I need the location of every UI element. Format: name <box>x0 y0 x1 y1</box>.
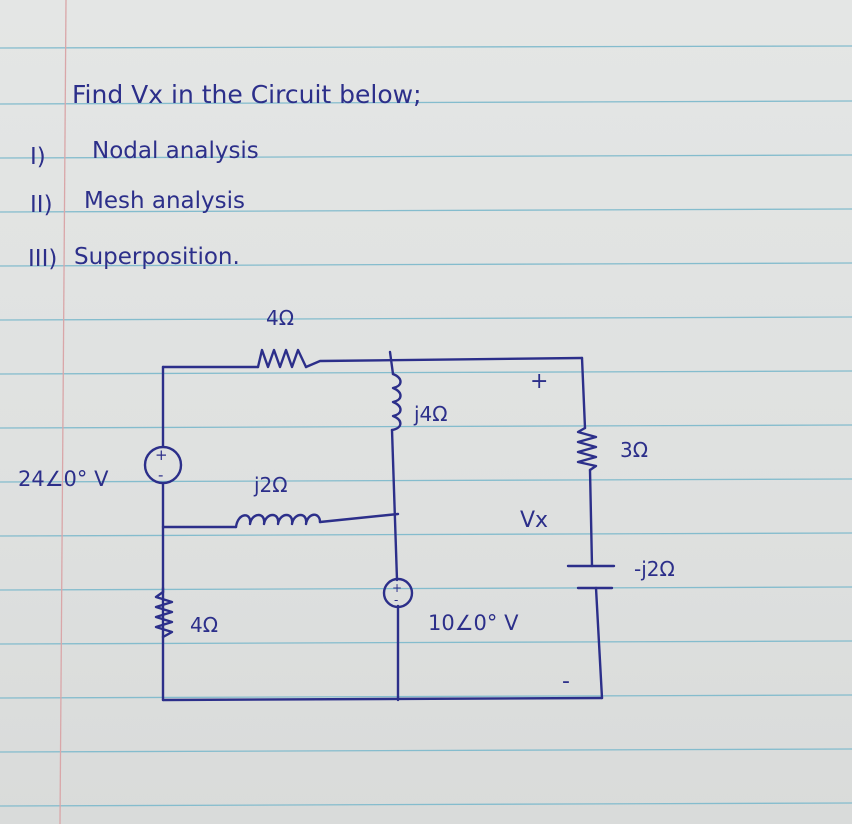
resistor-top-label: 4Ω <box>266 306 294 330</box>
question-title: Find Vx in the Circuit below; <box>72 80 422 109</box>
item-3-number: III) <box>28 246 57 272</box>
vx-label: Vx <box>520 508 548 533</box>
source-middle-minus: - <box>394 593 398 607</box>
item-1-text: Nodal analysis <box>92 138 259 164</box>
inductor-middle <box>234 513 322 529</box>
source-middle-label: 10∠0° V <box>428 611 519 635</box>
inductor-middle-label: j2Ω <box>253 473 288 497</box>
item-2-text: Mesh analysis <box>84 188 245 214</box>
resistor-bottom <box>154 590 174 639</box>
inductor-vertical <box>390 372 402 432</box>
capacitor-right-label: -j2Ω <box>634 557 675 581</box>
vx-plus: + <box>530 369 548 394</box>
resistor-right-label: 3Ω <box>620 438 648 462</box>
resistor-top <box>256 348 308 369</box>
item-3-text: Superposition. <box>74 244 240 270</box>
voltage-source-middle: + - <box>382 577 414 609</box>
source-left-label: 24∠0° V <box>18 467 109 491</box>
source-middle-plus: + <box>392 581 402 595</box>
source-left-plus: + <box>155 446 168 464</box>
capacitor-right <box>566 564 616 590</box>
vx-minus: - <box>562 669 570 694</box>
item-1-number: I) <box>30 144 46 170</box>
resistor-bottom-label: 4Ω <box>190 613 218 637</box>
item-2-number: II) <box>30 192 53 218</box>
circuit-wires <box>161 350 604 702</box>
voltage-source-left: + - <box>143 445 183 485</box>
source-left-minus: - <box>158 466 163 484</box>
inductor-vertical-label: j4Ω <box>413 402 448 426</box>
resistor-right <box>576 426 598 472</box>
